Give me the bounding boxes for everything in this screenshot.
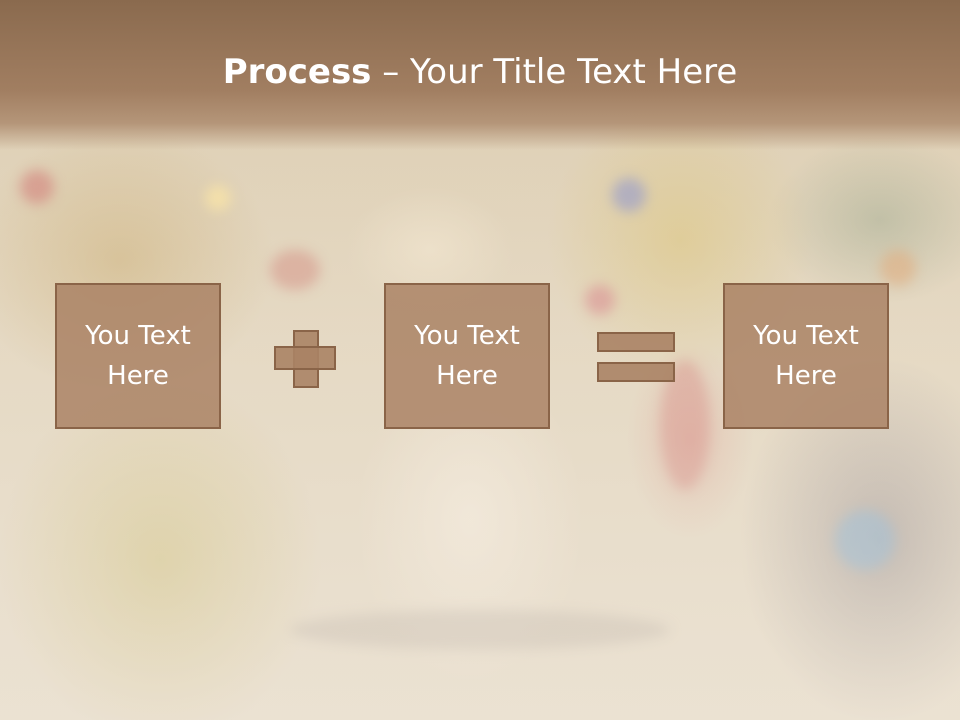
title-bold: Process <box>222 52 372 92</box>
process-box-2: You Text Here <box>384 283 550 429</box>
process-box-text: You Text Here <box>85 321 191 391</box>
process-box-1: You Text Here <box>55 283 221 429</box>
header-band <box>0 0 960 150</box>
process-box-3: You Text Here <box>723 283 889 429</box>
process-box-text: You Text Here <box>753 321 859 391</box>
slide-title: Process – Your Title Text Here <box>0 52 960 92</box>
title-rest: – Your Title Text Here <box>371 52 738 92</box>
process-box-text: You Text Here <box>414 321 520 391</box>
